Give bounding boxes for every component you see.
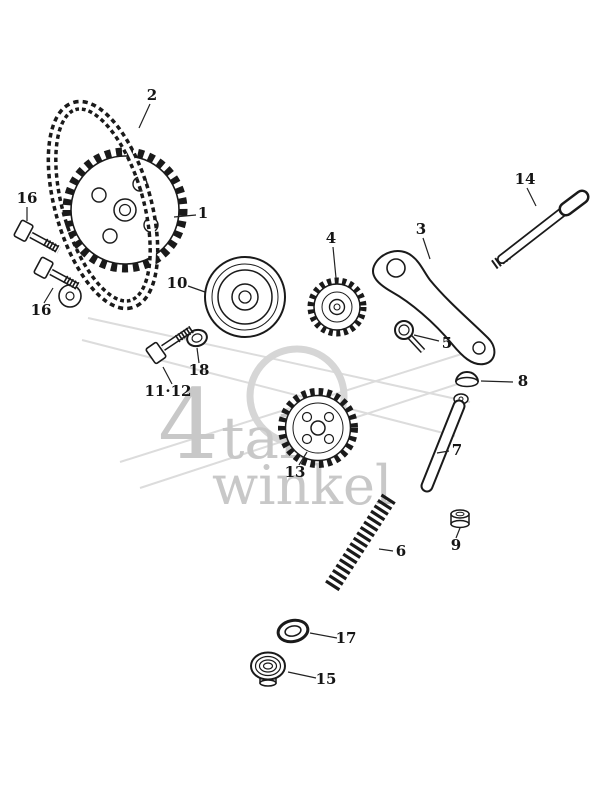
leader-line bbox=[187, 285, 206, 293]
tensioner-roller-part10 bbox=[204, 256, 286, 338]
crank-sprocket bbox=[58, 284, 82, 308]
cylinder-part9 bbox=[450, 509, 470, 529]
guide-sprocket-part4 bbox=[307, 277, 367, 337]
leader-line bbox=[298, 451, 308, 466]
flange-bolts-part16 bbox=[13, 219, 81, 291]
leader-line bbox=[332, 246, 337, 279]
part-label-16a: 16 bbox=[17, 189, 38, 207]
leader-line bbox=[422, 237, 431, 260]
cam-chain-part2 bbox=[46, 99, 160, 311]
adjuster-part15 bbox=[250, 651, 286, 687]
washer-part17 bbox=[276, 618, 310, 644]
leader-line bbox=[162, 366, 173, 385]
sprocket-part13 bbox=[278, 388, 358, 468]
arm-pivot-hole bbox=[386, 258, 406, 278]
part-label-11-12: 11·12 bbox=[145, 382, 192, 400]
cap-part8 bbox=[455, 371, 479, 388]
part-label-2: 2 bbox=[147, 86, 157, 104]
washer-part18 bbox=[186, 328, 208, 348]
part-label-7: 7 bbox=[452, 441, 462, 459]
part-label-14: 14 bbox=[515, 170, 536, 188]
cam-sprocket-part1 bbox=[62, 147, 188, 273]
part-label-6: 6 bbox=[396, 542, 406, 560]
part-label-5: 5 bbox=[442, 334, 452, 352]
leader-line bbox=[43, 287, 54, 304]
leader-line bbox=[287, 671, 317, 679]
leader-line bbox=[436, 450, 450, 454]
leader-line bbox=[173, 214, 197, 218]
leader-line bbox=[309, 632, 338, 639]
part-label-18: 18 bbox=[189, 361, 210, 379]
part-label-3: 3 bbox=[416, 220, 426, 238]
sprocket-center-hole bbox=[118, 203, 132, 217]
leader-line bbox=[378, 548, 394, 552]
leader-line bbox=[413, 334, 440, 342]
part-label-8: 8 bbox=[518, 372, 528, 390]
sprocket-hole bbox=[91, 187, 107, 203]
part-label-1: 1 bbox=[198, 204, 208, 222]
watermark-big-4: 4 bbox=[158, 369, 219, 481]
arm-end-hole bbox=[472, 341, 486, 355]
sprocket-hub bbox=[113, 198, 137, 222]
sprocket-hole bbox=[102, 228, 118, 244]
bolt-part11-12 bbox=[145, 325, 195, 365]
push-rod-part7 bbox=[420, 393, 469, 493]
part-label-15: 15 bbox=[316, 670, 337, 688]
leader-line bbox=[480, 380, 514, 383]
spring-part6 bbox=[324, 493, 396, 593]
leader-lines bbox=[26, 103, 537, 679]
leader-line bbox=[526, 187, 537, 207]
part-label-13: 13 bbox=[285, 463, 306, 481]
rod-part14 bbox=[491, 189, 590, 270]
part-label-10: 10 bbox=[167, 274, 188, 292]
leader-line bbox=[196, 347, 200, 364]
sprocket-teeth bbox=[62, 147, 188, 273]
part-labels: 2 1 16 16 10 4 3 14 5 8 18 11·12 7 13 6 … bbox=[17, 86, 536, 688]
part-label-16b: 16 bbox=[31, 301, 52, 319]
leader-line bbox=[138, 103, 151, 129]
part-label-4: 4 bbox=[326, 229, 336, 247]
part-label-9: 9 bbox=[451, 536, 461, 554]
tensioner-arm-part3 bbox=[372, 250, 496, 366]
part-label-17: 17 bbox=[336, 629, 357, 647]
sprocket-body bbox=[70, 155, 180, 265]
leader-line bbox=[455, 527, 461, 539]
bolt-part5 bbox=[394, 320, 426, 354]
